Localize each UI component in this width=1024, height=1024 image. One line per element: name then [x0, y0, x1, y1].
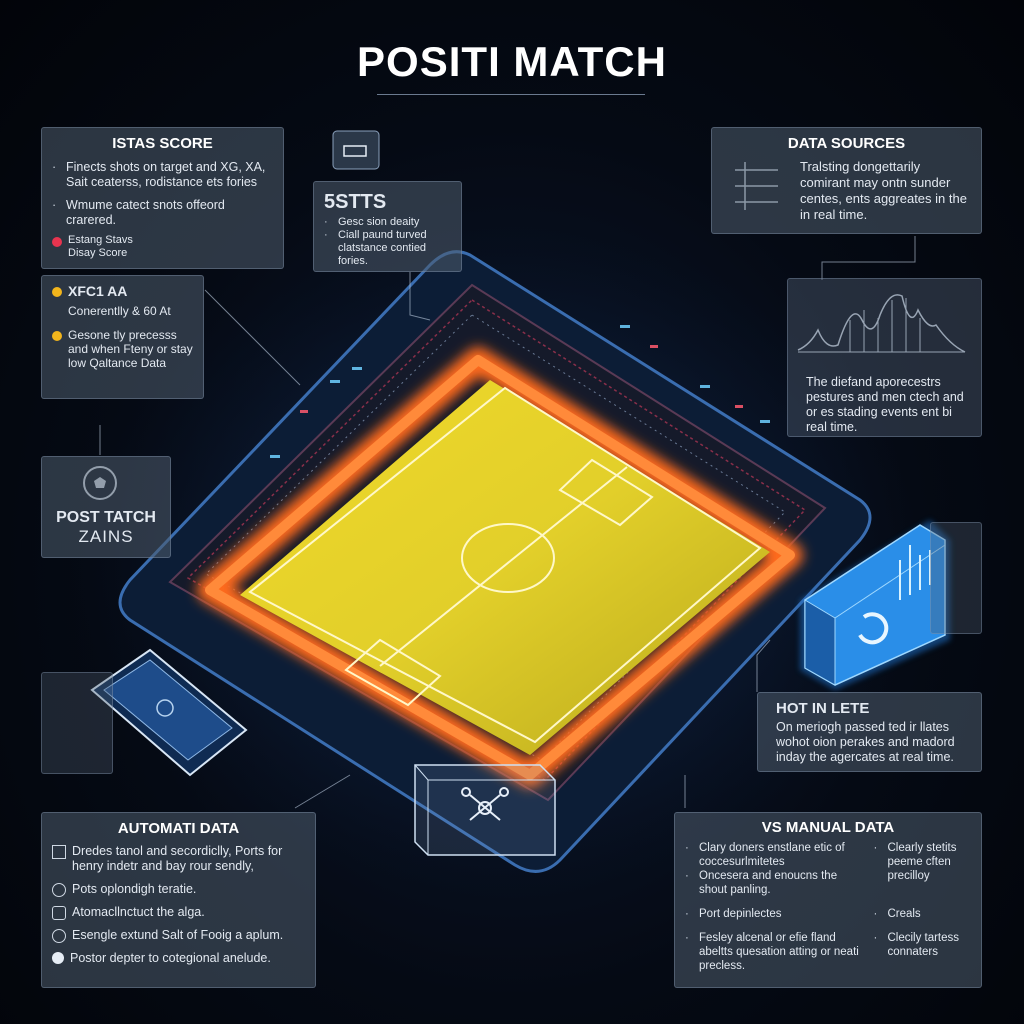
istas-score-item-2: Wmume catect snots offeord crarered. [66, 198, 225, 227]
target-icon [52, 929, 66, 943]
page-title: POSITI MATCH [357, 38, 667, 85]
post-match-panel: POST TATCH ZAINS [41, 456, 171, 558]
manual-left-item-4: Fesley alcenal or efie fland abeltts que… [699, 932, 859, 972]
stats-card-title: 5STTS [324, 191, 387, 213]
red-status-icon [52, 237, 62, 247]
pitch [240, 380, 770, 755]
stats-card-line-1: Gesc sion deaity [338, 216, 420, 228]
istas-score-badge: Estang Stavs Disay Score [68, 234, 133, 259]
stats-card-line-3: clatstance contied fories. [338, 242, 427, 267]
tablet-device [90, 648, 248, 777]
automati-data-panel: AUTOMATI DATA Dredes tanol and secordicl… [41, 812, 316, 988]
title-divider [377, 94, 645, 95]
istas-score-panel: ISTAS SCORE · Finects shots on target an… [41, 127, 284, 269]
data-sources-panel: DATA SOURCES Tralsting dongettarily comi… [711, 127, 982, 234]
hot-in-lete-panel: HOT IN LETE On meriogh passed ted ir lla… [757, 692, 982, 772]
cube-panel [930, 522, 982, 634]
automati-item-1: Dredes tanol and secordiclly, Ports for … [72, 844, 283, 873]
waveform-chart-icon [797, 294, 966, 353]
istas-score-title: ISTAS SCORE [112, 135, 213, 152]
data-cube [800, 520, 950, 690]
manual-right-item-1: Clearly stetits peeme cften precilloy [887, 842, 957, 882]
post-match-line-2: ZAINS [78, 527, 134, 546]
data-sources-title: DATA SOURCES [787, 135, 906, 152]
gear-icon [52, 906, 66, 920]
manual-right-item-3: Clecily tartess connaters [887, 932, 960, 958]
automati-item-5: Postor depter to cotegional anelude. [70, 951, 271, 965]
manual-left-item-3: Port depinlectes [699, 908, 782, 920]
pitch-markings [248, 386, 762, 744]
automati-item-4: Esengle extund Salt of Fooig a aplum. [72, 928, 284, 942]
yellow-status-icon-2 [52, 331, 62, 341]
record-icon [52, 952, 64, 964]
hot-in-lete-title: HOT IN LETE [776, 700, 870, 717]
data-sources-body: Tralsting dongettarily comirant may ontn… [800, 159, 967, 222]
stats-card: 5STTS ·Gesc sion deaity ·Ciall paund tur… [313, 181, 462, 272]
xg-panel-title: XFC1 AA [68, 283, 128, 299]
istas-score-item-1: Finects shots on target and XG, XA, Sait… [66, 160, 266, 189]
yellow-status-icon [52, 287, 62, 297]
manual-left-item-2: Oncesera and enoucns the shout panling. [699, 870, 838, 896]
stats-card-line-2: Ciall paund turved [338, 229, 427, 241]
automati-data-title: AUTOMATI DATA [117, 820, 240, 837]
device-panel [41, 672, 113, 774]
xg-panel-line-1: Conerentlly & 60 At [68, 304, 171, 318]
clock-icon [52, 883, 66, 897]
card-icon [332, 130, 380, 170]
graph-panel: The diefand aporecestrs pestures and men… [787, 278, 982, 437]
checklist-icon [52, 845, 66, 859]
graph-panel-body: The diefand aporecestrs pestures and men… [806, 375, 964, 434]
manual-data-title: VS MANUAL DATA [761, 819, 895, 836]
manual-right-item-2: Creals [887, 908, 921, 920]
automati-item-2: Pots oplondigh teratie. [72, 882, 197, 896]
manual-data-panel: VS MANUAL DATA ·Clary doners enstlane et… [674, 812, 982, 988]
xg-panel: XFC1 AA Conerentlly & 60 At Gesone tly p… [41, 275, 204, 399]
manual-left-item-1: Clary doners enstlane etic of coccesurlm… [699, 842, 845, 868]
automati-item-3: Atomacllnctuct the alga. [72, 905, 205, 919]
drone-glass-box [414, 764, 556, 856]
xg-panel-line-2: Gesone tly precesss and when Fteny or st… [68, 328, 193, 370]
post-match-line-1: POST TATCH [56, 509, 156, 526]
hot-in-lete-body: On meriogh passed ted ir llates wohot oi… [776, 720, 955, 764]
